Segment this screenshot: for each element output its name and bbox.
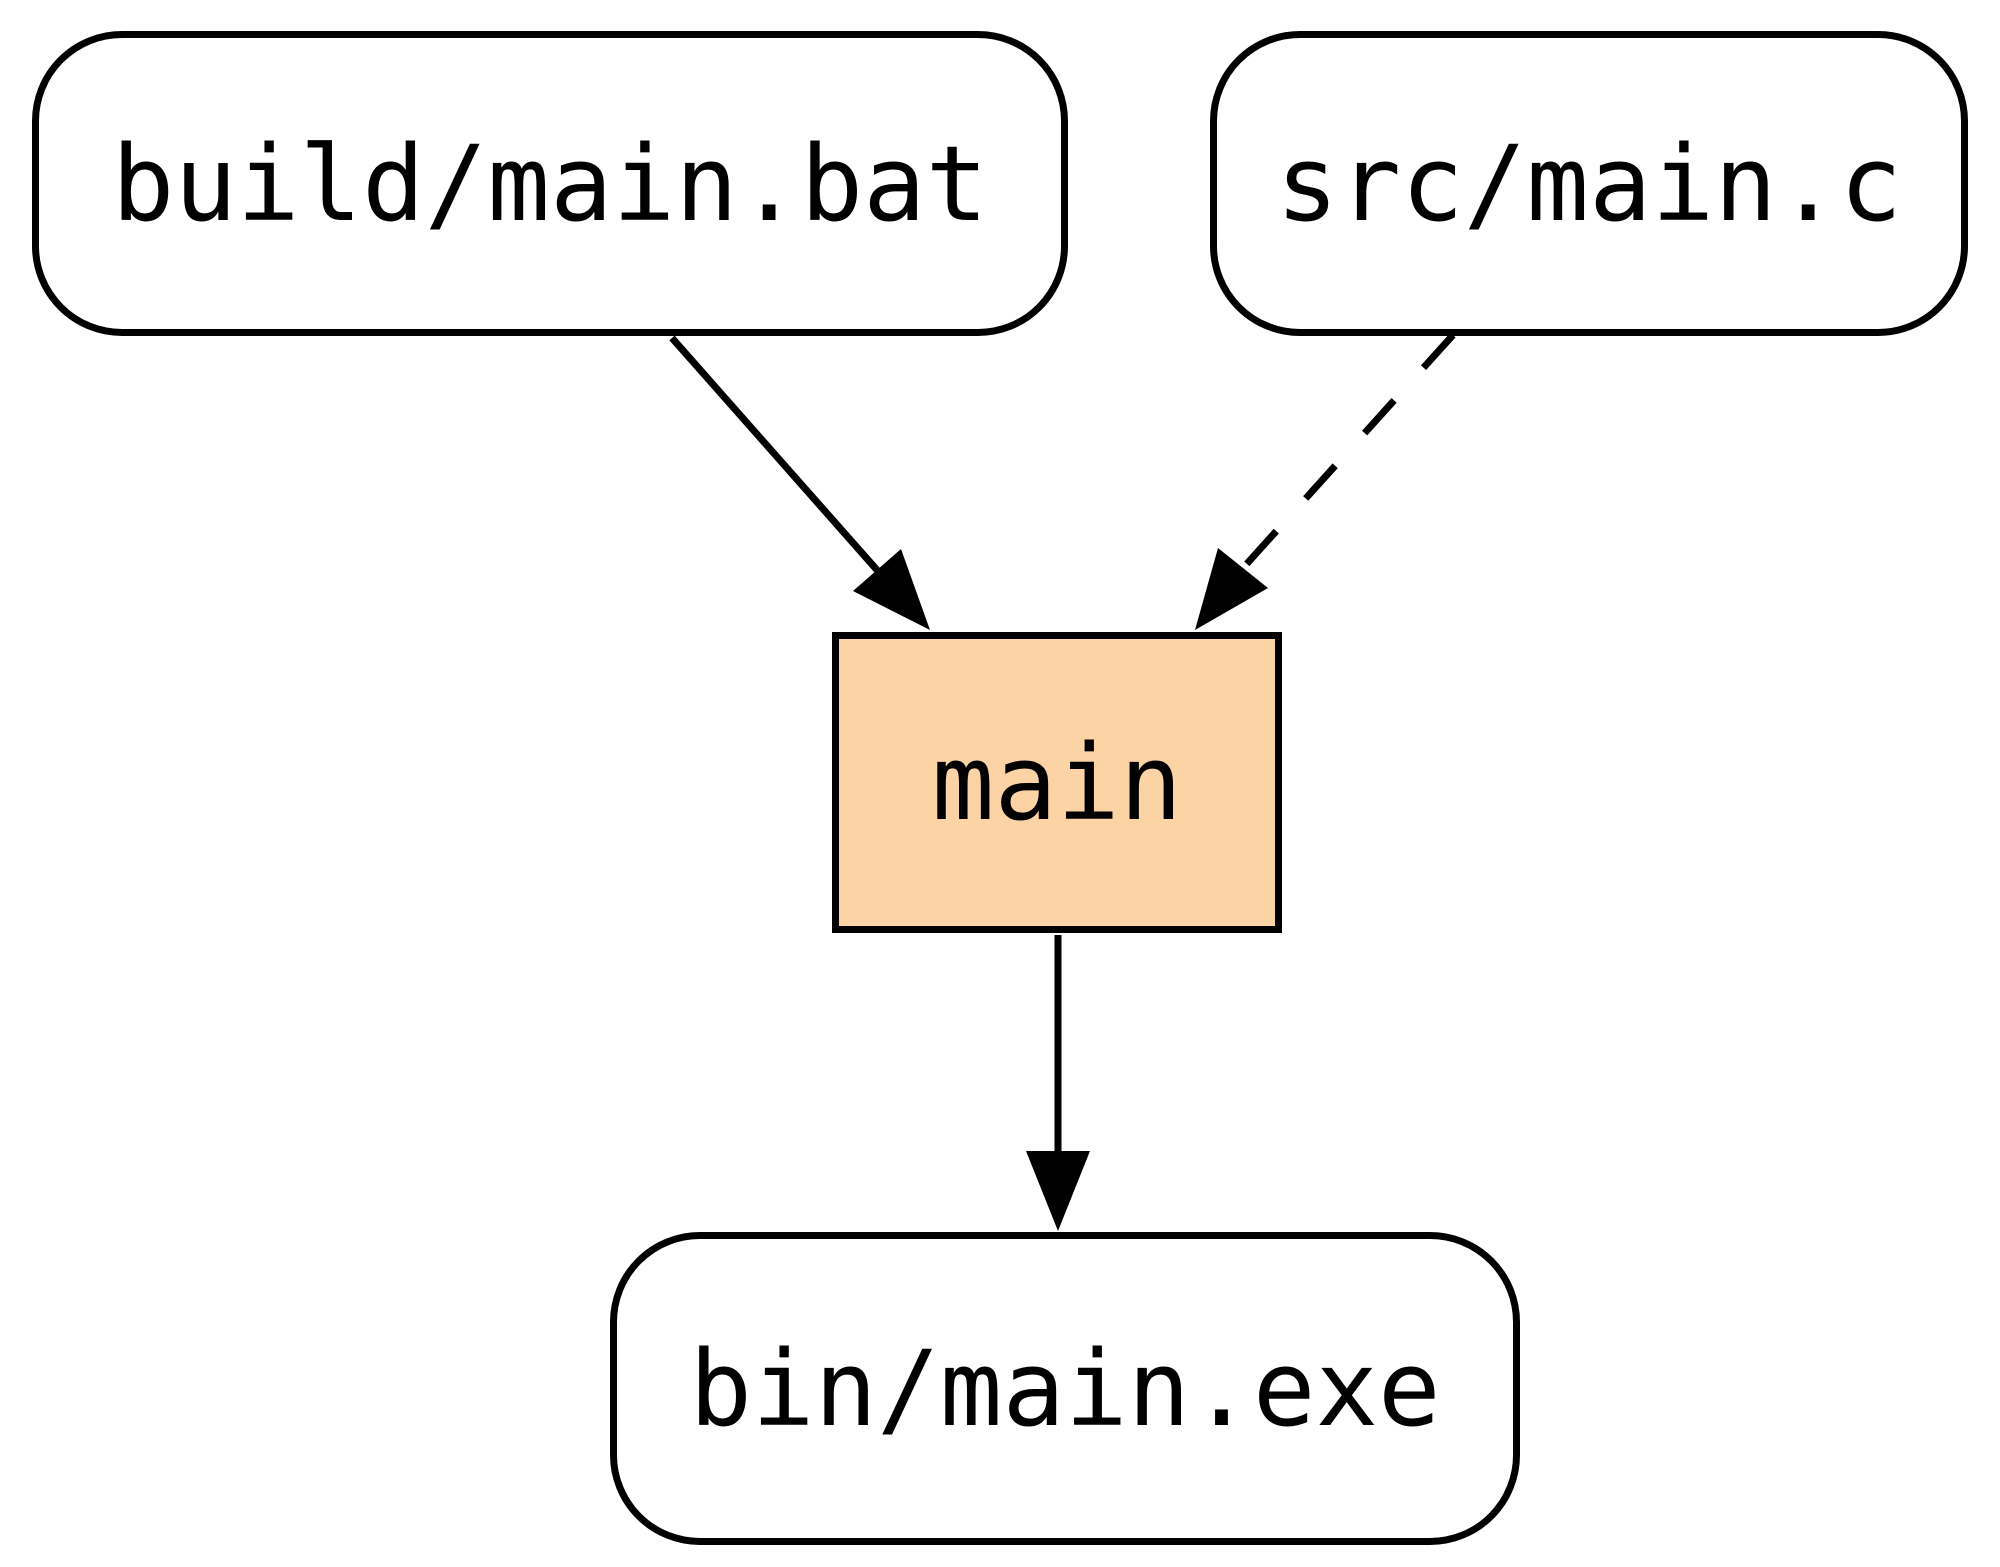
- node-src-main-c: src/main.c: [1210, 31, 1968, 336]
- node-main-task: main: [832, 632, 1282, 933]
- edge-src-to-main-line: [1240, 332, 1456, 571]
- node-src-main-c-label: src/main.c: [1275, 122, 1903, 245]
- edge-main-to-bin: [1026, 935, 1090, 1231]
- edge-build-to-main-line: [669, 335, 880, 573]
- node-bin-main-exe-label: bin/main.exe: [689, 1327, 1441, 1450]
- node-main-task-label: main: [931, 721, 1183, 844]
- edge-src-to-main-arrowhead-icon: [1195, 548, 1268, 630]
- node-build-main-bat-label: build/main.bat: [111, 122, 989, 245]
- edge-src-to-main: [1195, 332, 1456, 630]
- edge-main-to-bin-arrowhead-icon: [1026, 1151, 1090, 1231]
- edge-build-to-main-arrowhead-icon: [853, 549, 930, 630]
- edge-build-to-main: [669, 335, 930, 630]
- node-build-main-bat: build/main.bat: [32, 31, 1068, 336]
- node-bin-main-exe: bin/main.exe: [610, 1232, 1520, 1545]
